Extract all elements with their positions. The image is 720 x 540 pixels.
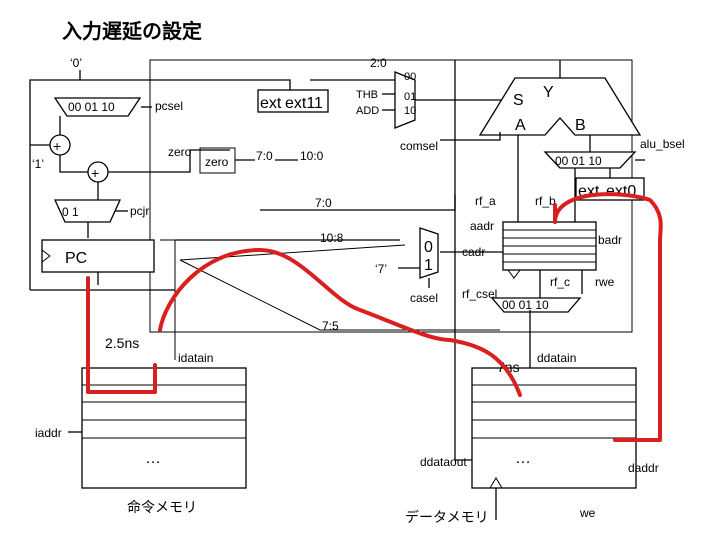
alu-op-mux — [394, 71, 416, 129]
pc-source-mux — [53, 97, 142, 117]
daddr-label: daddr — [628, 461, 659, 475]
comsel-label: comsel — [400, 139, 438, 153]
pcjr-label: pcjr — [130, 204, 149, 218]
critical-path-decode — [158, 248, 522, 397]
alu-b-label: B — [575, 117, 586, 134]
cadr-mux-1: 1 — [424, 257, 433, 274]
bits-7-5: 7:5 — [322, 319, 339, 333]
thb-label: THB — [356, 89, 378, 101]
alu-s-label: S — [513, 92, 524, 109]
adder-2-symbol: + — [91, 165, 99, 181]
ext11-box — [257, 89, 329, 113]
rf-a-label: rf_a — [475, 194, 496, 208]
cadr-mux-0: 0 — [424, 239, 433, 256]
rf-c-label: rf_c — [550, 275, 570, 289]
idatain-label: idatain — [178, 351, 213, 365]
rf-b-label: rf_b — [535, 194, 556, 208]
pcsel-label: pcsel — [155, 99, 183, 113]
bits-7-0-a: 7:0 — [256, 149, 273, 163]
wire-adder2-out — [108, 149, 230, 173]
bits-2-0: 2:0 — [370, 56, 387, 70]
bmux-select-values: 00 01 10 — [555, 154, 602, 168]
dmem-name: データメモリ — [405, 509, 489, 525]
zero-label-b: zero — [205, 155, 229, 169]
ext-label: ext — [260, 95, 282, 112]
const-zero-label: ‘0’ — [70, 56, 82, 70]
pc-mux-select-values: 00 01 10 — [68, 100, 115, 114]
alu-mux-01: 01 — [404, 91, 416, 103]
bits-10-0: 10:0 — [300, 149, 324, 163]
page-title: 入力遅延の設定 — [62, 19, 202, 43]
instruction-memory — [81, 367, 247, 489]
rf-clock-icon — [507, 269, 521, 279]
alu-y-label: Y — [543, 84, 554, 101]
dmem-ellipsis: … — [515, 450, 531, 467]
wire-bits-7-0-b — [260, 195, 456, 211]
rf-c-mux — [490, 297, 582, 313]
cadr-mux — [419, 227, 439, 279]
pcjr-mux-select: 0 1 — [62, 205, 79, 219]
casel-label: casel — [410, 291, 438, 305]
wire-diag-2 — [179, 244, 406, 261]
imem-name: 命令メモリ — [127, 499, 197, 515]
alu-mux-10: 10 — [404, 105, 416, 117]
adder-1-symbol: + — [53, 138, 61, 154]
bits-10-8: 10:8 — [320, 231, 344, 245]
ext11-label: ext11 — [285, 95, 323, 112]
rwe-label: rwe — [595, 275, 615, 289]
alu-mux-00: 00 — [404, 71, 416, 83]
add-label: ADD — [356, 105, 379, 117]
alu — [478, 77, 642, 136]
wire-ddataout — [454, 60, 472, 461]
alu-bsel-label: alu_bsel — [640, 137, 685, 151]
zero-label-a: zero — [168, 145, 192, 159]
csel-select-values: 00 01 10 — [502, 298, 549, 312]
aadr-label: aadr — [470, 219, 494, 233]
iaddr-label: iaddr — [35, 426, 62, 440]
badr-label: badr — [598, 233, 622, 247]
rf-csel-label: rf_csel — [462, 287, 497, 301]
ddataout-label: ddataout — [420, 455, 467, 469]
const-seven-label: ‘7’ — [375, 262, 387, 276]
data-memory — [471, 367, 637, 489]
pc-register — [41, 239, 155, 273]
imem-ellipsis: … — [145, 450, 161, 467]
wire-diag-1 — [179, 259, 500, 331]
ddatain-label: ddatain — [537, 351, 576, 365]
alu-a-label: A — [515, 117, 526, 134]
we-label: we — [579, 506, 596, 520]
bits-7-0-b: 7:0 — [315, 196, 332, 210]
pc-label: PC — [65, 250, 87, 267]
wire-adder2-in — [59, 155, 88, 173]
const-one-label: ‘1’ — [32, 157, 44, 171]
critical-path-alu — [553, 192, 663, 442]
alu-b-mux — [543, 151, 637, 169]
wire-inst-bus — [160, 239, 176, 360]
wire-comsel — [440, 132, 501, 141]
pc-clock-icon — [41, 249, 51, 263]
critical-path-imem — [86, 276, 157, 394]
imem-delay: 2.5ns — [105, 335, 139, 351]
